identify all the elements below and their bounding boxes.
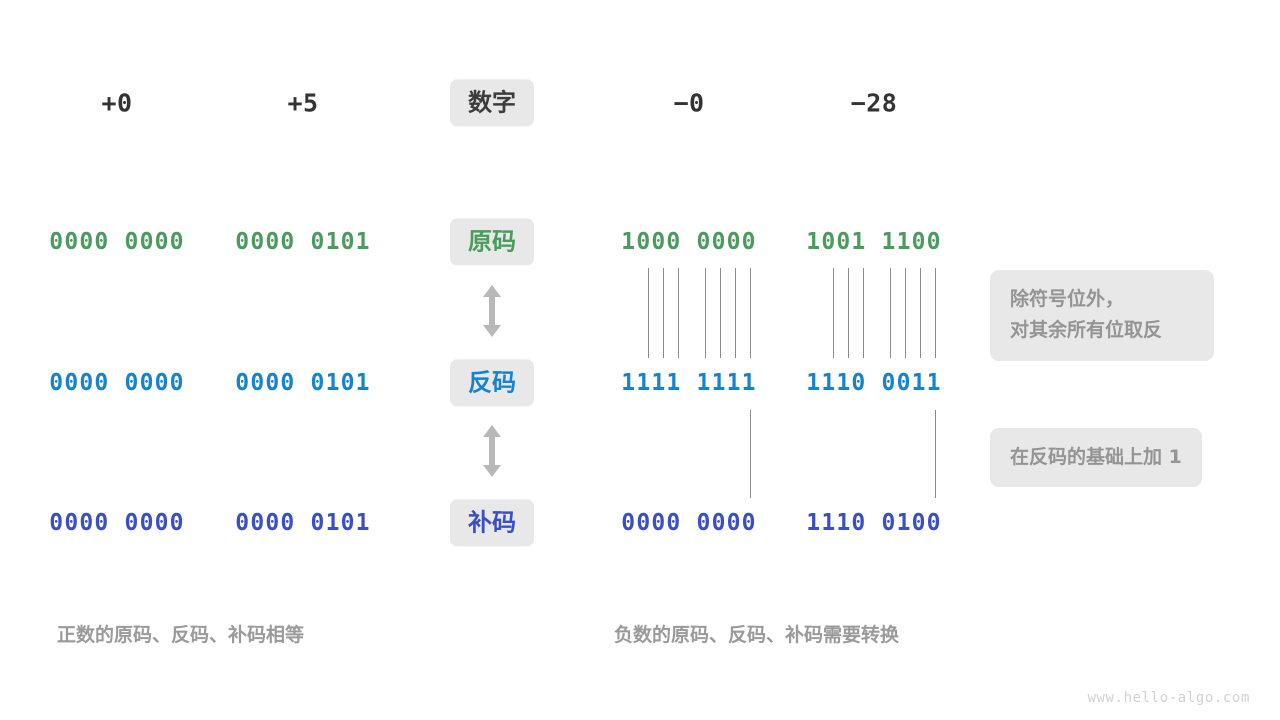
carry-connector-neg-28 (935, 410, 936, 498)
value-ones-complement-pos-five: 0000 0101 (235, 370, 371, 396)
bit-connector-neg-zero-3 (678, 268, 679, 358)
note-invert-bits-line-1: 除符号位外， (1010, 288, 1125, 310)
badge-ones-complement: 反码 (450, 359, 534, 407)
note-invert-bits: 除符号位外， 对其余所有位取反 (990, 270, 1214, 361)
bit-connector-neg-zero-1 (648, 268, 649, 358)
value-ones-complement-pos-zero: 0000 0000 (49, 370, 185, 396)
value-sign-magnitude-neg-zero: 1000 0000 (621, 229, 757, 255)
value-twos-complement-pos-five: 0000 0101 (235, 510, 371, 536)
value-ones-complement-neg-28: 1110 0011 (806, 370, 942, 396)
note-add-one: 在反码的基础上加 1 (990, 428, 1202, 488)
badge-number-label: 数字 (450, 79, 534, 127)
column-header-label-badge: 数字 (450, 79, 534, 127)
value-twos-complement-pos-zero: 0000 0000 (49, 510, 185, 536)
arrow-up-down-icon-sign-to-ones (479, 285, 505, 341)
row-label-ones-complement: 反码 (450, 359, 534, 407)
bit-connector-neg-zero-2 (663, 268, 664, 358)
row-label-sign-magnitude: 原码 (450, 218, 534, 266)
bit-connector-neg-zero-7 (750, 268, 751, 358)
value-sign-magnitude-pos-zero: 0000 0000 (49, 229, 185, 255)
value-twos-complement-neg-28: 1110 0100 (806, 510, 942, 536)
column-header-pos-zero: +0 (101, 88, 133, 118)
value-ones-complement-neg-zero: 1111 1111 (621, 370, 757, 396)
bit-connector-neg-28-3 (863, 268, 864, 358)
row-label-twos-complement: 补码 (450, 499, 534, 547)
carry-connector-neg-zero (750, 410, 751, 498)
badge-sign-magnitude: 原码 (450, 218, 534, 266)
bit-connector-neg-zero-4 (705, 268, 706, 358)
bit-connector-neg-zero-5 (720, 268, 721, 358)
caption-positive: 正数的原码、反码、补码相等 (57, 624, 305, 646)
bit-connector-neg-zero-6 (735, 268, 736, 358)
caption-negative: 负数的原码、反码、补码需要转换 (614, 624, 900, 646)
arrow-up-down-icon-ones-to-twos (479, 425, 505, 481)
column-header-pos-five: +5 (287, 88, 319, 118)
bit-connector-neg-28-2 (848, 268, 849, 358)
badge-twos-complement: 补码 (450, 499, 534, 547)
bit-connector-neg-28-7 (935, 268, 936, 358)
value-twos-complement-neg-zero: 0000 0000 (621, 510, 757, 536)
bit-connector-neg-28-6 (920, 268, 921, 358)
note-add-one-line-1: 在反码的基础上加 1 (1010, 446, 1182, 468)
bit-connector-neg-28-5 (905, 268, 906, 358)
site-watermark: www.hello-algo.com (1087, 690, 1250, 706)
column-header-neg-zero: −0 (673, 88, 705, 118)
bit-connector-neg-28-4 (890, 268, 891, 358)
value-sign-magnitude-pos-five: 0000 0101 (235, 229, 371, 255)
value-sign-magnitude-neg-28: 1001 1100 (806, 229, 942, 255)
note-invert-bits-line-2: 对其余所有位取反 (1010, 319, 1163, 342)
bit-connector-neg-28-1 (833, 268, 834, 358)
column-header-neg-28: −28 (850, 88, 898, 118)
